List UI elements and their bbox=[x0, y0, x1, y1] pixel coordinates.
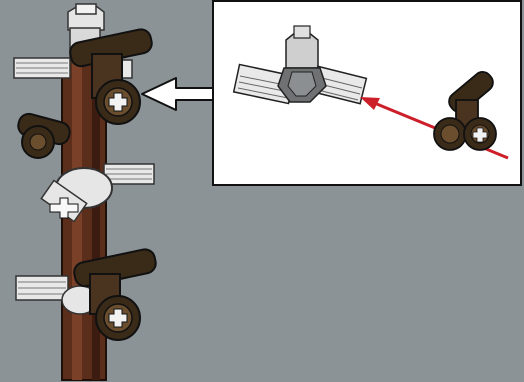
inset-drawing bbox=[214, 2, 520, 184]
callout-arrow-icon bbox=[142, 78, 214, 110]
detail-inset bbox=[212, 0, 522, 186]
clip-part-icon bbox=[434, 68, 497, 150]
three-way-connector-icon bbox=[234, 26, 367, 104]
